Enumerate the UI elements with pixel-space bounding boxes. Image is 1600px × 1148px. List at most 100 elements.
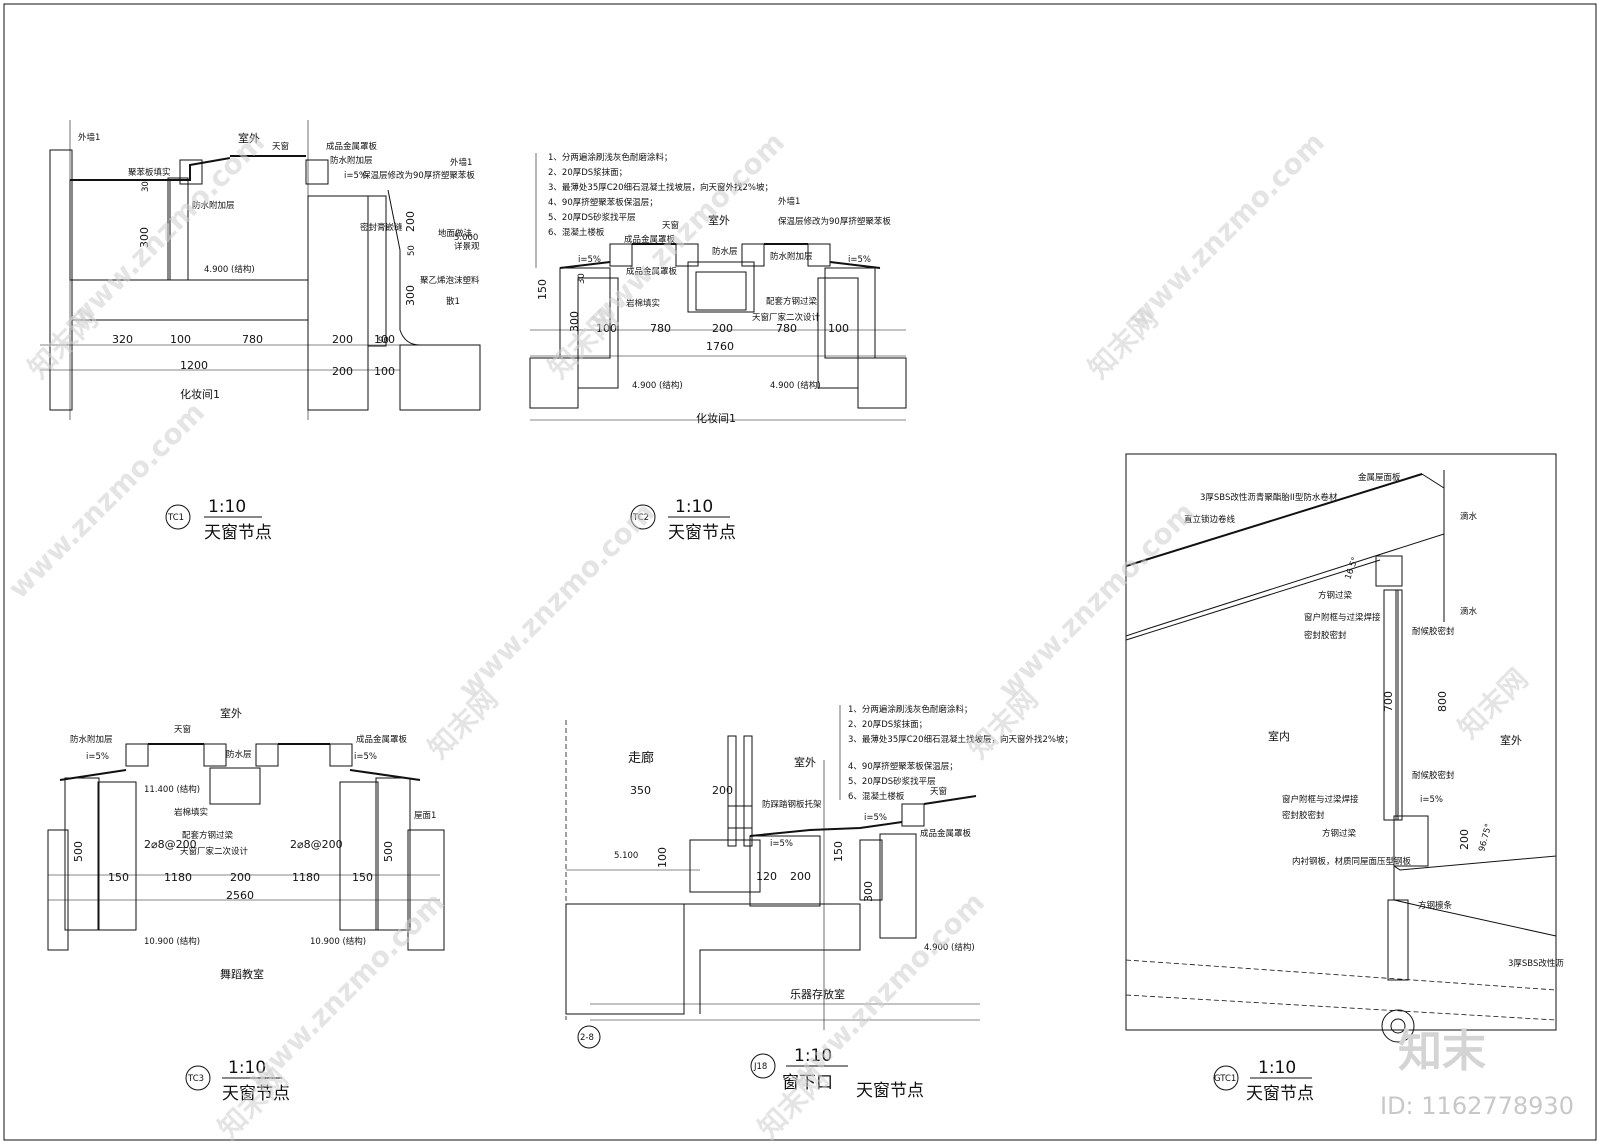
tc2-dim: 150 — [536, 279, 549, 300]
j18-dim: 200 — [790, 870, 811, 883]
j18-dim: 120 — [756, 870, 777, 883]
j18-note: 5、20厚DS砂浆找平层 — [848, 776, 936, 787]
tc1-code: TC1 — [167, 513, 184, 523]
tc2-note: 3、最薄处35厚C20细石混凝土找坡层，向天窗外找2%坡； — [548, 182, 773, 193]
tc1-dim: 300 — [404, 285, 417, 306]
tc2-dim: 300 — [568, 311, 581, 332]
tc2-label: 天窗 — [662, 220, 679, 231]
tc1-label: 外墙1 — [450, 157, 472, 168]
gtc1-label: 3厚SBS改性沥 — [1508, 958, 1564, 969]
tc1-label: 聚乙烯泡沫塑料 — [420, 275, 480, 286]
tc3-label: i=5% — [86, 752, 109, 762]
j18-dim: 100 — [656, 847, 669, 868]
watermark-text: www.znzmo.com — [1122, 126, 1331, 335]
tc1-dim: 1200 — [180, 359, 208, 372]
j18-label: 防踩踏钢板托架 — [762, 799, 822, 810]
tc3-label: 11.400 (结构) — [144, 784, 200, 795]
j18-note: 1、分两遍涂刷浅灰色耐磨涂料； — [848, 704, 972, 715]
tc2-label: 4.900 (结构) — [770, 380, 821, 391]
tc2-code: TC2 — [632, 513, 649, 523]
tc3-label: 10.900 (结构) — [144, 936, 200, 947]
tc3-dim: 1180 — [164, 871, 192, 884]
tc2-label: 4.900 (结构) — [632, 380, 683, 391]
watermark-text: 知末网 — [962, 682, 1045, 765]
j18-label: 走廊 — [628, 750, 654, 766]
j18-dim: 200 — [712, 784, 733, 797]
watermark-text: 知末网 — [422, 682, 505, 765]
j18-scale: 1:10 — [794, 1046, 832, 1066]
gtc1-label: 方钢过梁 — [1322, 828, 1357, 839]
tc1-dim: 50 — [407, 245, 417, 256]
tc1-dim: 320 — [112, 333, 133, 346]
j18-title: 天窗节点 — [856, 1081, 924, 1101]
gtc1-frame — [1125, 453, 1557, 1031]
tc1-label: 化妆间1 — [180, 387, 220, 401]
tc2-callout-circle — [630, 504, 656, 530]
j18-dim: 300 — [862, 881, 875, 902]
tc2-label: 配套方钢过梁 — [766, 296, 818, 307]
tc3-dim: 150 — [352, 871, 373, 884]
watermark-text: www.znzmo.com — [992, 496, 1201, 705]
tc1-scale: 1:10 — [208, 497, 246, 517]
tc2-label: 成品金属罩板 — [624, 234, 676, 245]
gtc1-label: 金属屋面板 — [1358, 472, 1401, 483]
sheet-border — [3, 3, 1597, 1141]
tc2-label: 防水附加层 — [770, 251, 813, 262]
tc2-note: 6、混凝土楼板 — [548, 227, 605, 238]
gtc1-label: 内衬钢板，材质同屋面压型钢板 — [1292, 856, 1412, 867]
tc3-dim: 200 — [230, 871, 251, 884]
gtc1-callout-circle — [1213, 1065, 1239, 1091]
tc1-dim: 100 — [374, 333, 395, 346]
j18-title-left: 窗下口 — [782, 1073, 833, 1093]
tc2-dim: 1760 — [706, 340, 734, 353]
tc3-dim: 500 — [72, 841, 85, 862]
tc2-label: 外墙1 — [778, 196, 800, 207]
brand-logo: 知末 ID: 1162778930 — [1380, 1026, 1574, 1120]
gtc1-label: 3厚SBS改性沥青聚酯胎II型防水卷材 — [1200, 492, 1338, 503]
tc1-title: 天窗节点 — [204, 523, 272, 543]
tc1-dim: 200 — [332, 333, 353, 346]
tc3-label: 舞蹈教室 — [220, 967, 264, 981]
gtc1-label: 耐候胶密封 — [1412, 770, 1455, 781]
j18-label: 室外 — [794, 755, 816, 769]
tc3-label: 屋面1 — [414, 811, 436, 821]
tc2-label: 成品金属罩板 — [626, 266, 678, 277]
tc2-label: 化妆间1 — [696, 411, 736, 425]
j18-callout-circle — [750, 1053, 776, 1079]
j18-label: 4.900 (结构) — [924, 942, 975, 953]
detail-j18: 1、分两遍涂刷浅灰色耐磨涂料； 2、20厚DS浆抹面； 3、最薄处35厚C20细… — [565, 704, 1073, 1101]
tc1-label: 密封膏嵌缝 — [360, 222, 403, 233]
tc2-label: 室外 — [708, 213, 730, 227]
gtc1-dim: 16.5° — [1343, 556, 1360, 581]
gtc1-label: 直立锁边卷线 — [1184, 514, 1236, 525]
tc2-note: 2、20厚DS浆抹面； — [548, 167, 627, 178]
detail-gtc1: 金属屋面板 3厚SBS改性沥青聚酯胎II型防水卷材 直立锁边卷线 滴水 方钢过梁… — [1125, 453, 1564, 1104]
tc3-label: 防水层 — [226, 749, 252, 760]
tc2-label: i=5% — [578, 255, 601, 265]
tc1-dim: 30 — [141, 181, 151, 192]
watermark-text: www.znzmo.com — [2, 396, 211, 605]
tc1-label: 聚苯板填实 — [128, 167, 171, 178]
gtc1-label: 方钢檩条 — [1418, 900, 1453, 911]
tc3-label: 2⌀8@200 — [290, 838, 343, 851]
watermark-text: www.znzmo.com — [242, 886, 451, 1095]
tc3-label: 配套方钢过梁 — [182, 830, 234, 841]
tc2-dim: 200 — [712, 322, 733, 335]
tc1-dim: 200 — [332, 365, 353, 378]
tc3-label: 室外 — [220, 706, 242, 720]
logo-text: 知末 — [1398, 1026, 1486, 1077]
tc2-note: 1、分两遍涂刷浅灰色耐磨涂料； — [548, 152, 672, 163]
gtc1-label: 方钢过梁 — [1318, 590, 1353, 601]
tc2-label: i=5% — [848, 255, 871, 265]
tc3-code: TC3 — [187, 1074, 204, 1084]
tc2-label: 岩棉填实 — [626, 298, 660, 309]
tc2-dim: 100 — [828, 322, 849, 335]
tc1-label: 4.900 (结构) — [204, 264, 255, 275]
j18-code: J18 — [753, 1062, 767, 1072]
tc2-dim: 30 — [577, 273, 587, 284]
tc3-label: i=5% — [354, 752, 377, 762]
tc3-scale: 1:10 — [228, 1058, 266, 1078]
detail-tc1: 外墙1 室外 天窗 成品金属罩板 聚苯板填实 防水附加层 i=5% 外墙1 保温… — [40, 120, 481, 543]
